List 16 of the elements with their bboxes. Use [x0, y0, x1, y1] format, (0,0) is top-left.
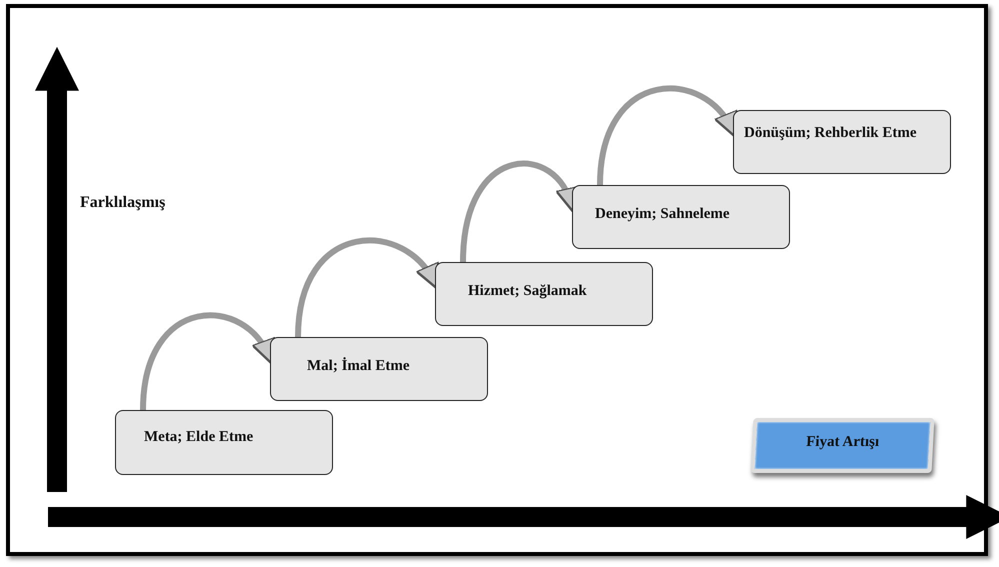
curved-arrow: [597, 86, 737, 186]
axis-label: Farklılaşmış: [80, 194, 166, 212]
curved-arrow: [140, 312, 274, 410]
step-box: [733, 110, 951, 174]
step-box: [270, 337, 488, 401]
step-box: [572, 185, 790, 249]
curved-arrow: [295, 238, 439, 338]
step-text: Fiyat Artışı: [804, 434, 880, 452]
raised-button-box: [750, 418, 934, 473]
step-text: Meta; Elde Etme: [144, 429, 254, 446]
step-box: [435, 262, 653, 326]
step-text: Dönüşüm; Rehberlik Etme: [744, 125, 918, 142]
step-text: Mal; İmal Etme: [307, 358, 410, 375]
step-text: Deneyim; Sahneleme: [595, 206, 731, 223]
step-text: Hizmet; Sağlamak: [468, 283, 588, 300]
step-box: [115, 410, 333, 475]
